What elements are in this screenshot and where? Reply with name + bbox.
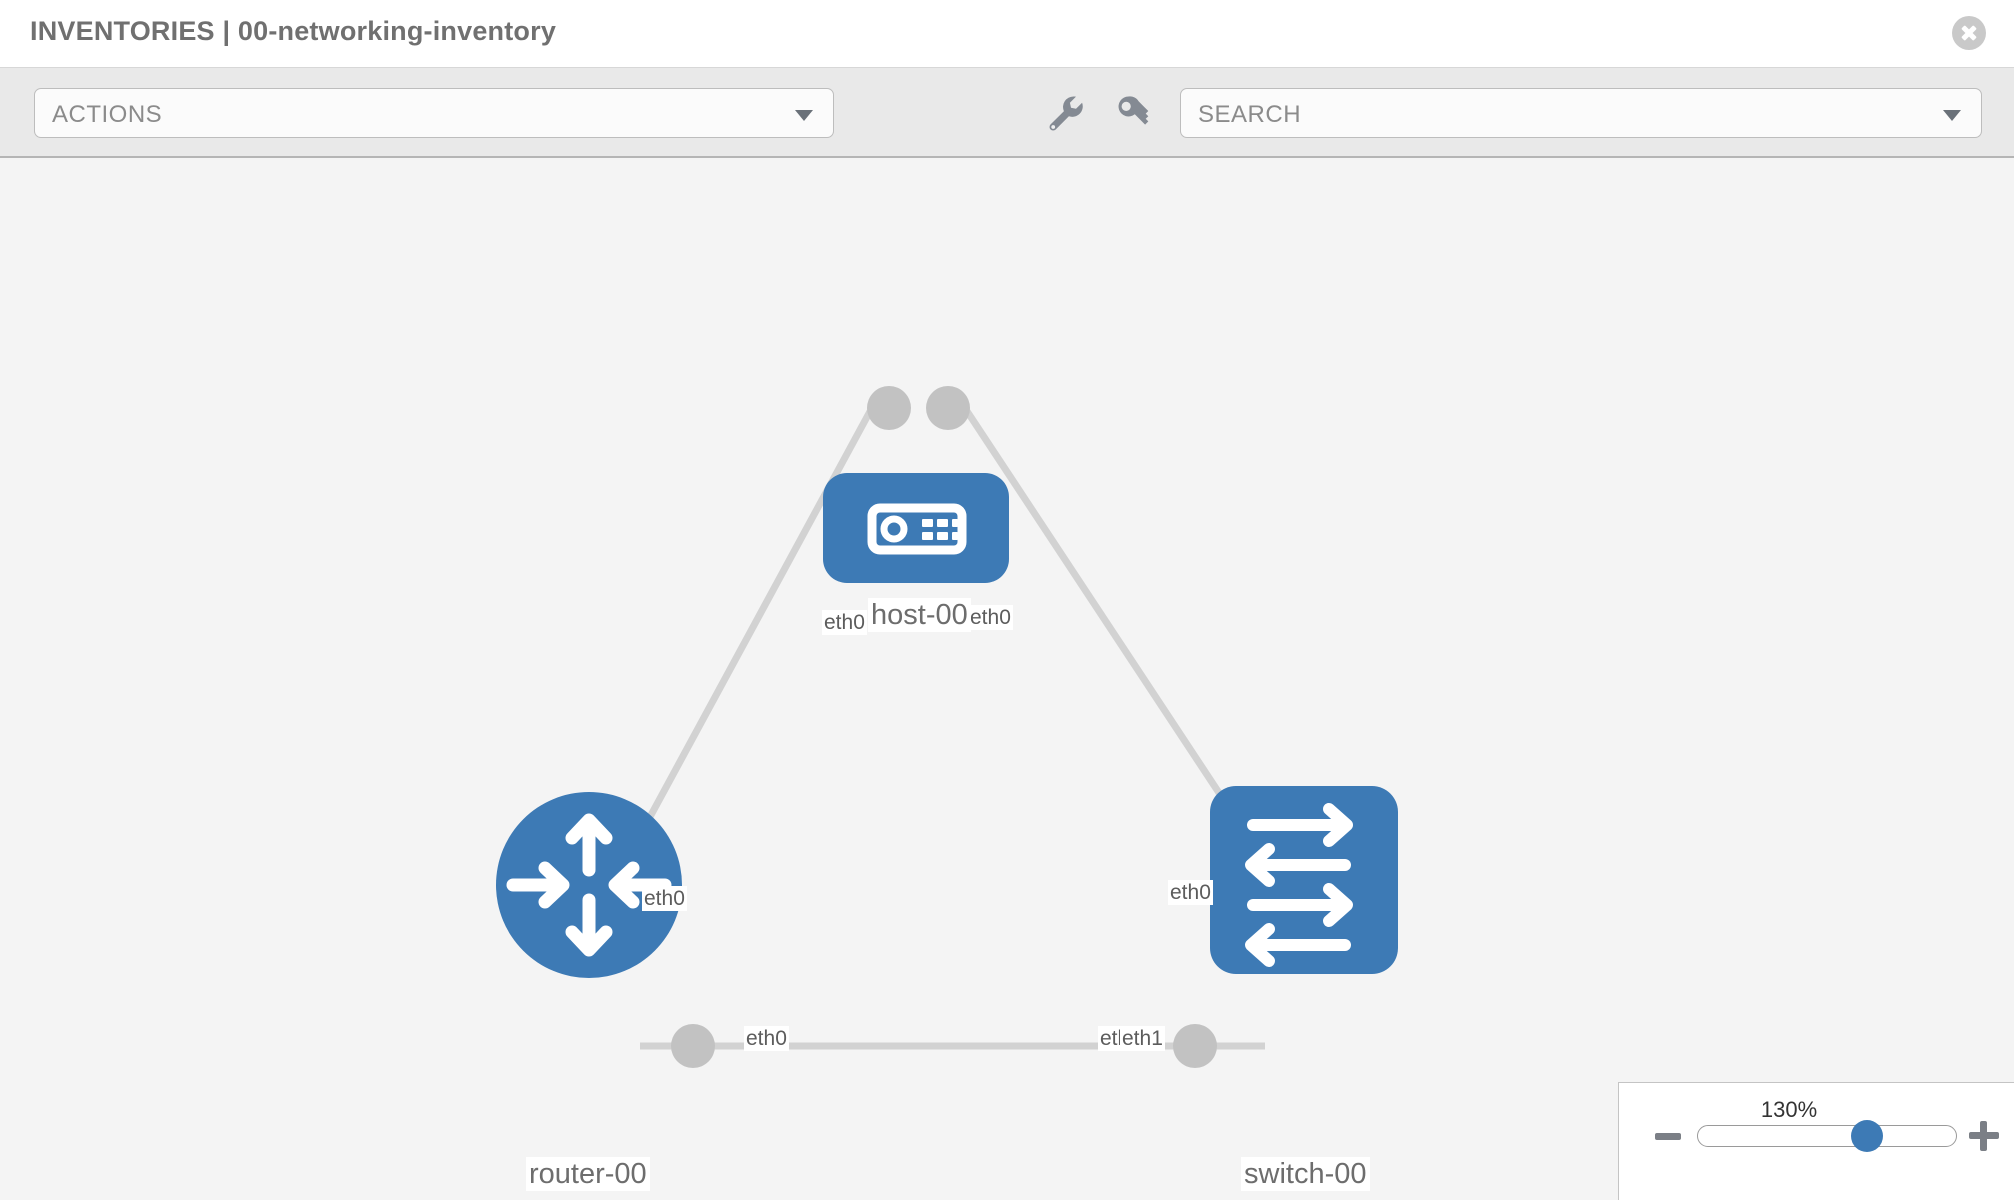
- zoom-slider-track[interactable]: [1697, 1125, 1957, 1147]
- search-placeholder: SEARCH: [1198, 101, 1302, 128]
- link-endpoint: [926, 386, 970, 430]
- close-icon[interactable]: [1952, 16, 1986, 50]
- zoom-level-value: 130%: [1760, 1097, 1818, 1122]
- chevron-down-icon[interactable]: [1943, 110, 1961, 121]
- actions-dropdown-label: ACTIONS: [52, 101, 163, 128]
- toolbar: ACTIONS SEARCH: [0, 68, 2014, 158]
- actions-dropdown[interactable]: ACTIONS: [34, 88, 834, 138]
- link-label: eth0: [1168, 880, 1213, 905]
- link-label: eth0: [968, 605, 1013, 630]
- page-title: INVENTORIES | 00-networking-inventory: [30, 16, 557, 46]
- node-label-host: host-00: [868, 598, 971, 632]
- link-endpoint: [671, 1024, 715, 1068]
- wrench-icon[interactable]: [1042, 90, 1088, 136]
- page-header: INVENTORIES | 00-networking-inventory: [0, 0, 2014, 68]
- plus-icon[interactable]: [1969, 1121, 1999, 1151]
- node-router-00[interactable]: [496, 792, 682, 978]
- link-endpoint: [1173, 1024, 1217, 1068]
- chevron-down-icon: [795, 110, 813, 121]
- node-host-00[interactable]: [823, 473, 1009, 583]
- link-label: eth0: [744, 1026, 789, 1051]
- node-switch-00[interactable]: [1210, 786, 1398, 974]
- link-host-router: [621, 391, 884, 865]
- zoom-slider-handle[interactable]: [1851, 1120, 1883, 1152]
- link-endpoint: [867, 386, 911, 430]
- topology-graph: [496, 386, 1398, 1068]
- link-host-switch: [952, 391, 1265, 860]
- zoom-control-panel: 130%: [1618, 1082, 2014, 1200]
- link-label: eth0: [642, 886, 687, 911]
- link-label: eth1: [1120, 1026, 1165, 1051]
- topology-canvas[interactable]: eth0 eth0 eth0 eth0 eth0 eth eth1 host-0…: [0, 158, 2014, 1200]
- minus-icon[interactable]: [1655, 1133, 1681, 1140]
- search-input[interactable]: SEARCH: [1180, 88, 1982, 138]
- key-icon[interactable]: [1110, 90, 1156, 136]
- node-label-router: router-00: [526, 1157, 650, 1191]
- link-label: eth0: [822, 610, 867, 635]
- node-label-switch: switch-00: [1241, 1157, 1370, 1191]
